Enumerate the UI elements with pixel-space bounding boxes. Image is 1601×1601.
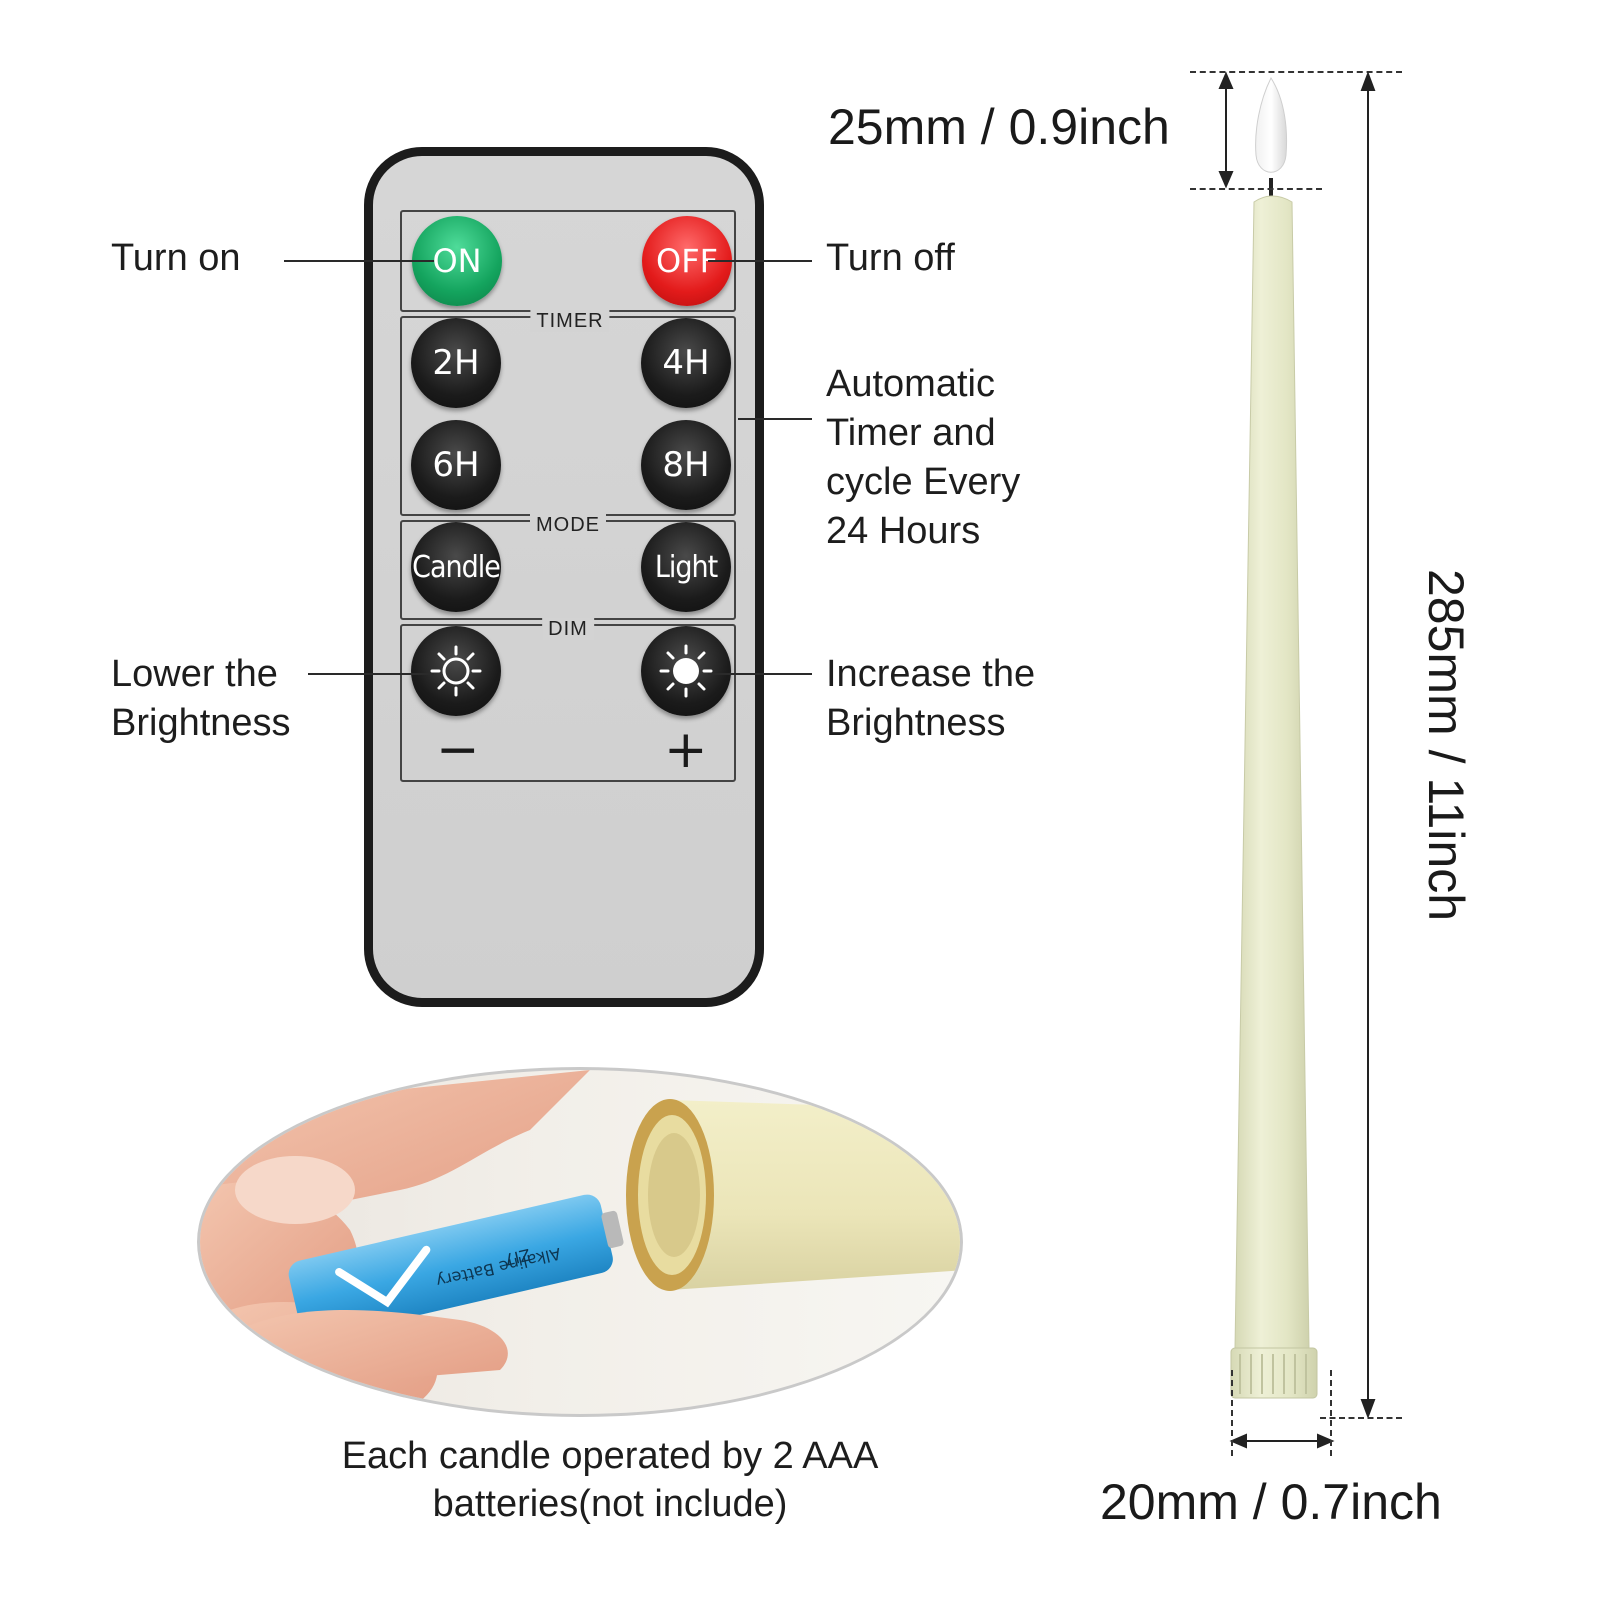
lower-leader bbox=[308, 673, 434, 675]
off-button[interactable]: OFF bbox=[642, 216, 732, 306]
plus-sign: + bbox=[664, 720, 708, 780]
dim-down-button[interactable] bbox=[411, 626, 501, 716]
increase-callout-line: Increase the bbox=[826, 653, 1036, 695]
base-right-extension bbox=[1330, 1370, 1332, 1456]
bottom-dimension-line bbox=[1320, 1417, 1402, 1419]
timer-callout: Automatic Timer and cycle Every 24 Hours bbox=[826, 360, 1020, 556]
timer-callout-line: Automatic bbox=[826, 363, 995, 405]
timer-callout-line: Timer and bbox=[826, 412, 996, 454]
battery-insertion-illustration: ZI7 Alkaline Battery bbox=[200, 1070, 960, 1414]
minus-sign: − bbox=[436, 720, 480, 780]
top-dimension-line bbox=[1190, 71, 1402, 73]
battery-caption-line: batteries(not include) bbox=[432, 1483, 788, 1525]
lower-brightness-callout: Lower the Brightness bbox=[111, 650, 291, 748]
dim-section-title: DIM bbox=[542, 618, 594, 640]
timer-8h-button[interactable]: 8H bbox=[641, 420, 731, 510]
total-height-label: 285mm / 11inch bbox=[1418, 568, 1474, 922]
turn-off-label: Turn off bbox=[826, 237, 955, 279]
wick-dimension-line bbox=[1190, 188, 1322, 190]
base-width-label: 20mm / 0.7inch bbox=[1100, 1474, 1442, 1530]
turn-on-label: Turn on bbox=[111, 237, 241, 279]
sun-outline-icon bbox=[430, 645, 482, 697]
timer-leader bbox=[738, 418, 812, 420]
candle-mode-button[interactable]: Candle bbox=[411, 522, 501, 612]
turn-off-leader bbox=[708, 260, 812, 262]
battery-caption: Each candle operated by 2 AAA batteries(… bbox=[260, 1432, 960, 1528]
battery-caption-line: Each candle operated by 2 AAA bbox=[341, 1435, 879, 1477]
increase-leader bbox=[708, 673, 812, 675]
light-mode-button[interactable]: Light bbox=[641, 522, 731, 612]
mode-section-title: MODE bbox=[530, 514, 606, 536]
lower-callout-line: Lower the bbox=[111, 653, 278, 695]
lower-callout-line: Brightness bbox=[111, 702, 291, 744]
increase-callout-line: Brightness bbox=[826, 702, 1006, 744]
flame-height-label: 25mm / 0.9inch bbox=[828, 99, 1170, 155]
turn-on-leader bbox=[284, 260, 434, 262]
timer-2h-button[interactable]: 2H bbox=[411, 318, 501, 408]
sun-filled-icon bbox=[659, 644, 713, 698]
timer-4h-button[interactable]: 4H bbox=[641, 318, 731, 408]
taper-candle bbox=[1230, 76, 1318, 1399]
timer-section-title: TIMER bbox=[530, 310, 610, 332]
base-left-extension bbox=[1231, 1370, 1233, 1456]
increase-brightness-callout: Increase the Brightness bbox=[826, 650, 1035, 748]
battery-photo: ZI7 Alkaline Battery bbox=[197, 1067, 963, 1417]
timer-6h-button[interactable]: 6H bbox=[411, 420, 501, 510]
timer-callout-line: cycle Every bbox=[826, 461, 1021, 503]
dim-up-button[interactable] bbox=[641, 626, 731, 716]
timer-callout-line: 24 Hours bbox=[826, 510, 981, 552]
